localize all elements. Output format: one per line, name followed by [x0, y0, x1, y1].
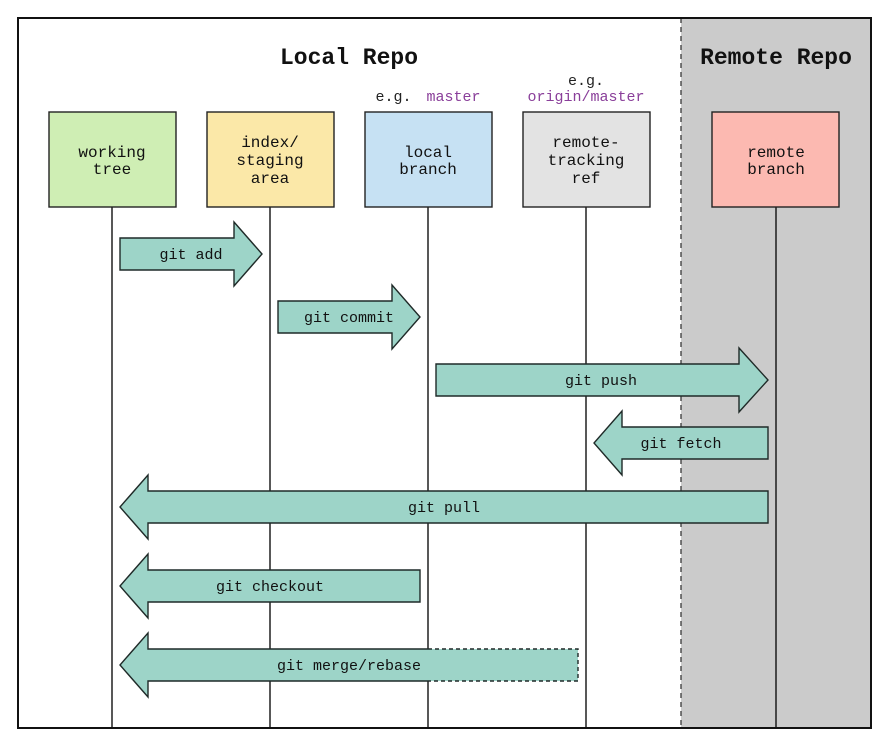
arrow-git-pull-label: git pull [408, 500, 480, 517]
box-remote-branch: remote branch [711, 111, 840, 208]
arrow-git-add-shape [119, 220, 263, 288]
arrow-git-checkout-label: git checkout [216, 579, 324, 596]
arrow-git-pull: git pull [119, 473, 769, 541]
arrow-git-push: git push [435, 346, 769, 414]
box-working-tree-line-2: tree [93, 161, 131, 179]
box-remote-branch-line-1: remote [747, 144, 805, 162]
local-branch-example-prefix: e.g. [375, 89, 411, 106]
arrow-git-commit-label: git commit [304, 310, 394, 327]
arrow-git-commit-shape [277, 283, 421, 351]
box-remote-tracking-ref: remote- tracking ref [522, 111, 651, 208]
box-working-tree-line-1: working [78, 144, 145, 162]
local-branch-example-value: master [427, 89, 481, 106]
arrow-git-commit: git commit [277, 283, 421, 351]
box-local-branch-rect [364, 111, 493, 208]
arrow-git-merge-rebase-label: git merge/rebase [277, 658, 421, 675]
box-staging-area: index/ staging area [206, 111, 335, 208]
box-working-tree-rect [48, 111, 177, 208]
arrow-git-add: git add [119, 220, 263, 288]
box-local-branch-line-2: branch [399, 161, 457, 179]
local-branch-example: e.g. master [375, 89, 480, 106]
arrow-git-merge-rebase-outline [119, 631, 428, 699]
box-remote-branch-rect [711, 111, 840, 208]
box-remote-tracking-ref-line-3: ref [572, 170, 601, 188]
box-remote-branch-line-2: branch [747, 161, 805, 179]
remote-repo-title: Remote Repo [700, 45, 852, 71]
box-local-branch-line-1: local [404, 144, 452, 162]
arrow-git-fetch-shape [593, 409, 769, 477]
remote-tracking-example-prefix: e.g. [568, 73, 604, 90]
box-staging-area-line-2: staging [236, 152, 303, 170]
box-working-tree: working tree [48, 111, 177, 208]
box-local-branch: local branch [364, 111, 493, 208]
arrow-git-merge-rebase: git merge/rebase [119, 631, 579, 699]
box-staging-area-rect [206, 111, 335, 208]
arrow-git-fetch: git fetch [593, 409, 769, 477]
arrow-git-push-shape [435, 346, 769, 414]
box-remote-tracking-ref-rect [522, 111, 651, 208]
diagram-border [17, 17, 872, 729]
arrow-git-push-label: git push [565, 373, 637, 390]
remote-tracking-example-value: origin/master [527, 89, 644, 106]
box-staging-area-line-3: area [251, 170, 290, 188]
local-repo-title: Local Repo [280, 45, 418, 71]
arrow-git-checkout: git checkout [119, 552, 421, 620]
arrow-git-checkout-shape [119, 552, 421, 620]
box-staging-area-line-1: index/ [241, 134, 299, 152]
box-remote-tracking-ref-line-2: tracking [548, 152, 625, 170]
arrow-git-pull-shape [119, 473, 769, 541]
arrow-git-fetch-label: git fetch [640, 436, 721, 453]
box-remote-tracking-ref-line-1: remote- [552, 134, 619, 152]
arrow-git-add-label: git add [159, 247, 222, 264]
